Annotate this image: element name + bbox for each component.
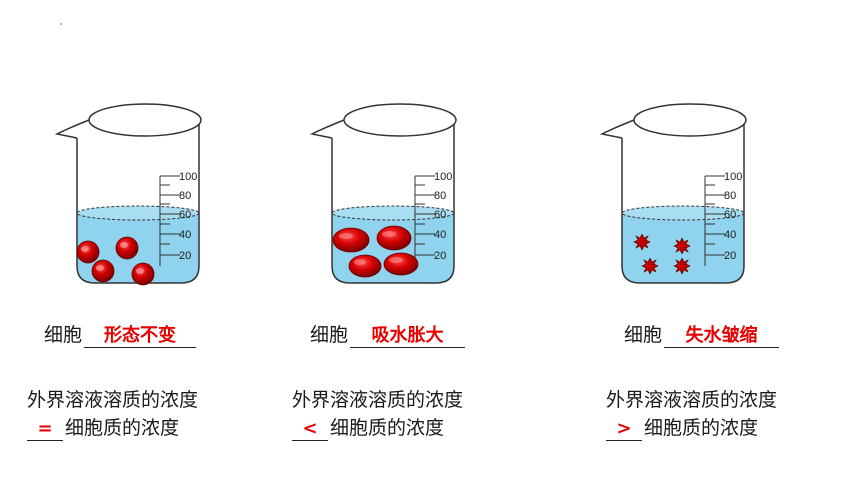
- cell-prefix-2: 细胞: [310, 324, 349, 346]
- volume-scale: [159, 175, 180, 266]
- tick-60: 60: [179, 209, 191, 221]
- cell-prefix-3: 细胞: [624, 324, 663, 346]
- beaker-rim: [633, 103, 747, 137]
- relation-answer-2: <: [292, 418, 328, 441]
- swollen-red-cells: [332, 225, 419, 278]
- beaker-3-graphic: 100 80 60 40 20: [599, 103, 747, 284]
- concentration-suffix-3: 细胞质的浓度: [644, 417, 759, 439]
- cell-prefix-1: 细胞: [44, 324, 83, 346]
- cell-state-line-1: 细胞形态不变: [44, 320, 197, 348]
- beaker-spout: [599, 119, 635, 139]
- beaker-wall: [331, 120, 455, 284]
- tick-80: 80: [434, 190, 446, 202]
- tick-40: 40: [179, 229, 191, 241]
- concentration-line-2a: 外界溶液溶质的浓度: [292, 389, 464, 411]
- tick-60: 60: [434, 209, 446, 221]
- concentration-line-2b: <细胞质的浓度: [292, 414, 463, 442]
- concentration-suffix-2: 细胞质的浓度: [330, 417, 445, 439]
- beaker-spout: [309, 119, 345, 139]
- concentration-block-2: 外界溶液溶质的浓度 <细胞质的浓度: [292, 386, 463, 442]
- tick-80: 80: [179, 190, 191, 202]
- tick-40: 40: [434, 229, 446, 241]
- concentration-line-1b: =细胞质的浓度: [27, 414, 198, 442]
- cell-state-answer-1: 形态不变: [84, 325, 197, 348]
- concentration-block-3: 外界溶液溶质的浓度 >细胞质的浓度: [606, 386, 777, 442]
- stray-dot: [60, 23, 62, 25]
- tick-100: 100: [724, 171, 742, 183]
- round-red-cells: [76, 236, 155, 286]
- tick-100: 100: [179, 171, 197, 183]
- cell-state-line-2: 细胞吸水胀大: [310, 320, 466, 348]
- relation-answer-3: >: [606, 418, 642, 441]
- tick-100: 100: [434, 171, 452, 183]
- concentration-suffix-1: 细胞质的浓度: [65, 417, 180, 439]
- tick-60: 60: [724, 209, 736, 221]
- beaker-rim: [343, 103, 457, 137]
- cell-state-answer-2: 吸水胀大: [350, 325, 466, 348]
- beaker-rim: [88, 103, 202, 137]
- tick-20: 20: [179, 250, 191, 262]
- beaker-1: 100 80 60 40 20: [54, 100, 215, 290]
- beaker-3: 100 80 60 40 20: [599, 100, 760, 290]
- concentration-line-3b: >细胞质的浓度: [606, 414, 777, 442]
- concentration-line-1a: 外界溶液溶质的浓度: [27, 389, 199, 411]
- concentration-block-1: 外界溶液溶质的浓度 =细胞质的浓度: [27, 386, 198, 442]
- tick-20: 20: [434, 250, 446, 262]
- beaker-1-graphic: 100 80 60 40 20: [54, 103, 202, 286]
- tick-80: 80: [724, 190, 736, 202]
- shrunken-red-cells: [633, 233, 691, 275]
- tick-20: 20: [724, 250, 736, 262]
- tick-40: 40: [724, 229, 736, 241]
- beaker-wall: [621, 120, 745, 284]
- cell-state-answer-3: 失水皱缩: [664, 325, 780, 348]
- cell-state-line-3: 细胞失水皱缩: [624, 320, 780, 348]
- volume-scale: [704, 175, 725, 266]
- beaker-2: 100 80 60 40 20: [309, 100, 470, 290]
- beaker-2-graphic: 100 80 60 40 20: [309, 103, 457, 284]
- relation-answer-1: =: [27, 418, 63, 441]
- volume-scale: [414, 175, 435, 266]
- concentration-line-3a: 外界溶液溶质的浓度: [606, 389, 778, 411]
- beaker-spout: [54, 119, 90, 139]
